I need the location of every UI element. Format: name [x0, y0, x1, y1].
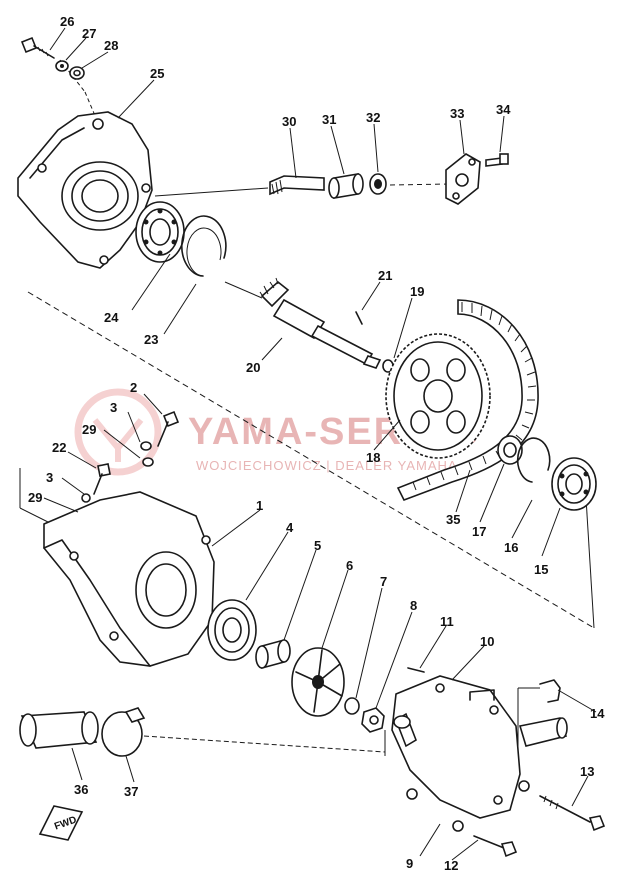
callout-numbers: 26 27 28 25 30 31 32 33 34 21 19 20 24 2… [28, 14, 605, 873]
callout-1: 1 [256, 498, 263, 513]
callout-3-lower: 3 [46, 470, 53, 485]
circlip-16 [516, 437, 551, 483]
callout-16: 16 [504, 540, 518, 555]
callout-2: 2 [130, 380, 137, 395]
callout-5: 5 [314, 538, 321, 553]
callout-29-upper: 29 [82, 422, 96, 437]
bearing-24 [135, 201, 185, 263]
washer-3-lower [81, 493, 91, 503]
impeller-shaft-20 [259, 277, 382, 369]
callout-21: 21 [378, 268, 392, 283]
collar-5 [255, 638, 291, 670]
callout-32: 32 [366, 110, 380, 125]
callout-35: 35 [446, 512, 460, 527]
dowel-pin-11 [407, 667, 425, 673]
watermark-subtitle: WOJCIECHOWICZ | DEALER YAMAHA [196, 458, 458, 473]
pin-21 [355, 311, 363, 325]
callout-27: 27 [82, 26, 96, 41]
callout-20: 20 [246, 360, 260, 375]
callout-6: 6 [346, 558, 353, 573]
screw-34 [485, 153, 509, 167]
impeller-6 [291, 647, 345, 717]
callout-17: 17 [472, 524, 486, 539]
callout-leaders [43, 27, 597, 861]
bolt-22 [93, 463, 111, 495]
callout-18: 18 [366, 450, 380, 465]
bolt-13 [539, 795, 606, 832]
callout-3-upper: 3 [110, 400, 117, 415]
pump-cover-10 [391, 675, 568, 832]
bolt-26 [20, 36, 55, 59]
callout-11: 11 [440, 614, 454, 629]
shaft-30 [269, 175, 325, 196]
callout-7: 7 [380, 574, 387, 589]
callout-36: 36 [74, 782, 88, 797]
bearing-15 [551, 457, 597, 511]
callout-29-lower: 29 [28, 490, 42, 505]
bushing-31 [328, 173, 364, 199]
callout-23: 23 [144, 332, 158, 347]
cover-25 [17, 111, 153, 269]
callout-12: 12 [444, 858, 458, 873]
callout-15: 15 [534, 562, 548, 577]
callout-8: 8 [410, 598, 417, 613]
hose-36 [19, 711, 99, 749]
callout-30: 30 [282, 114, 296, 129]
callout-26: 26 [60, 14, 74, 29]
washer-7 [344, 697, 360, 715]
washer-29-upper [142, 457, 154, 467]
callout-9: 9 [406, 856, 413, 871]
callout-13: 13 [580, 764, 594, 779]
hose-clamp-37 [101, 707, 146, 757]
bolt-2 [157, 410, 180, 447]
nut-8 [361, 707, 385, 733]
callout-22: 22 [52, 440, 66, 455]
circlip-23 [181, 215, 227, 277]
callout-19: 19 [410, 284, 424, 299]
gear-18 [385, 333, 491, 459]
watermark-logo [74, 388, 162, 476]
callout-37: 37 [124, 784, 138, 799]
callout-25: 25 [150, 66, 164, 81]
washer-17 [497, 435, 523, 465]
bolt-12 [473, 835, 518, 858]
bearing-4 [207, 599, 257, 661]
callout-4: 4 [286, 520, 294, 535]
plate-33 [445, 153, 481, 205]
washer-3-upper [140, 441, 152, 451]
callout-31: 31 [322, 112, 336, 127]
pump-housing-1 [43, 491, 215, 667]
callout-28: 28 [104, 38, 118, 53]
callout-33: 33 [450, 106, 464, 121]
oil-seal-32 [369, 173, 387, 195]
hose-fitting-14 [539, 679, 561, 703]
fwd-direction-badge: FWD [38, 805, 84, 841]
callout-10: 10 [480, 634, 494, 649]
callout-34: 34 [496, 102, 511, 117]
callout-14: 14 [590, 706, 605, 721]
callout-24: 24 [104, 310, 119, 325]
